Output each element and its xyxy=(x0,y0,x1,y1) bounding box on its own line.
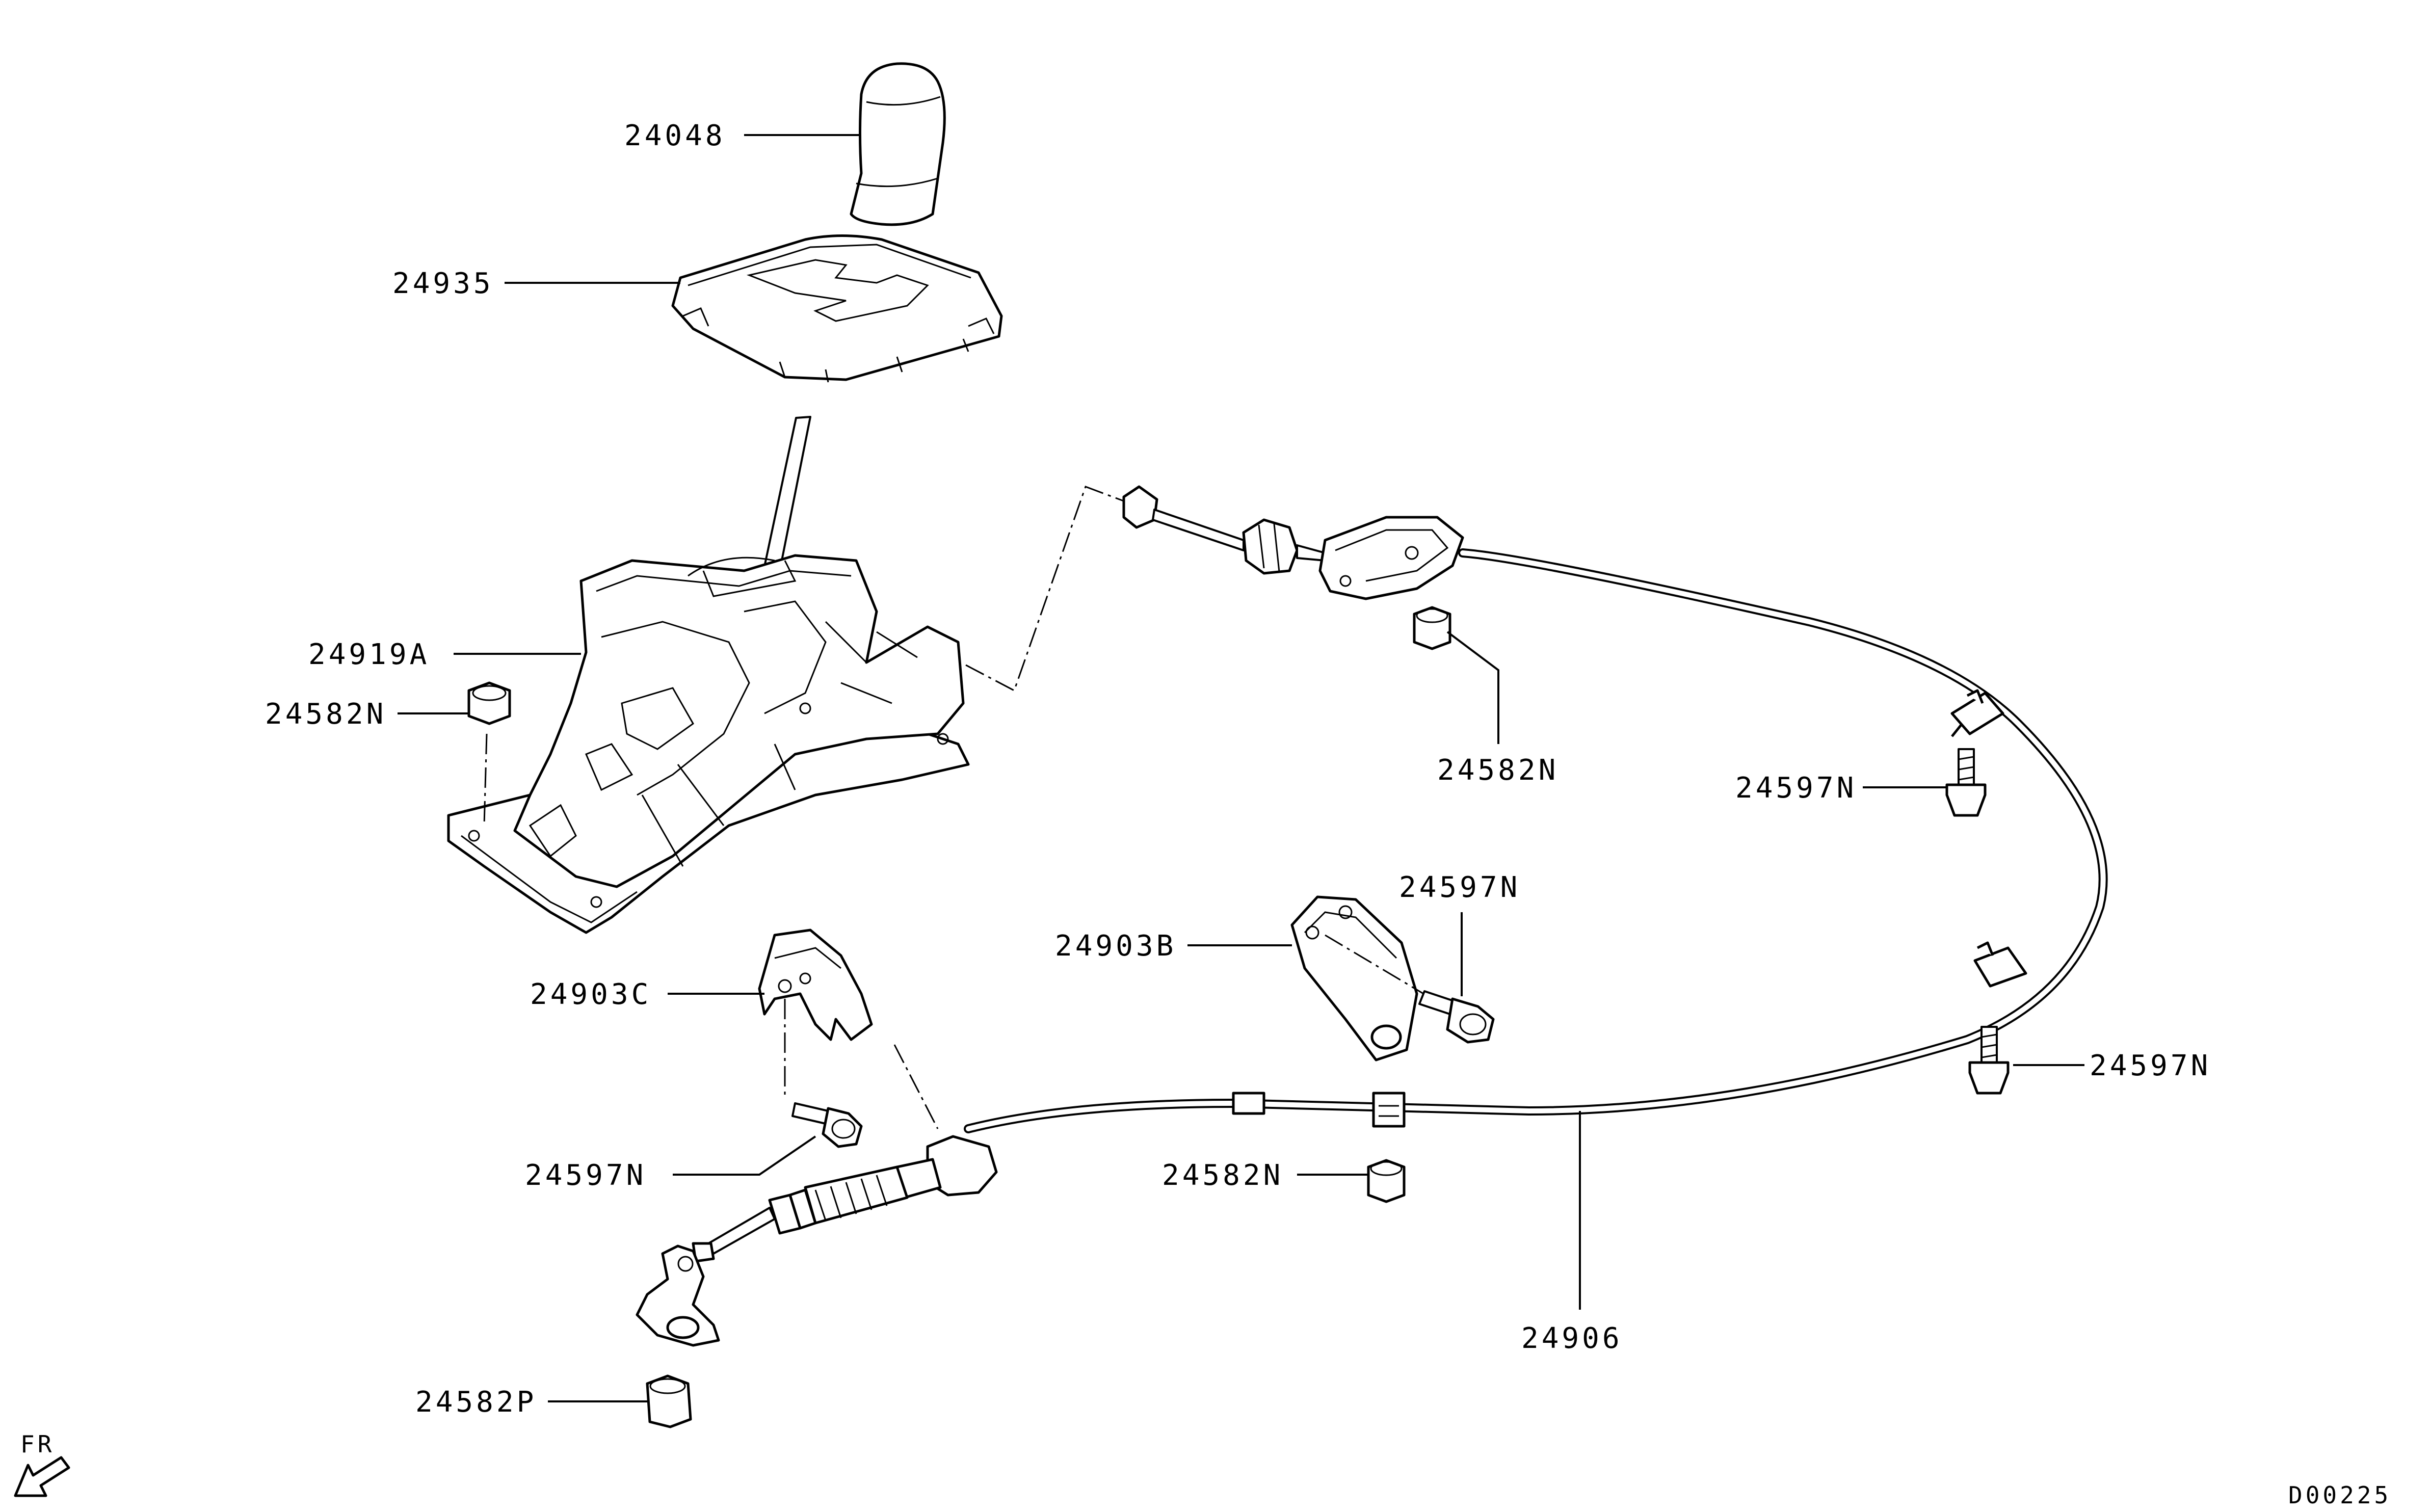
dash-nut-left xyxy=(483,733,488,826)
dash-bracketB-bolt xyxy=(1325,934,1433,1000)
shift-knob xyxy=(850,62,946,226)
callout-24597N-right-upper: 24597N xyxy=(1735,772,1857,805)
bolt-24597N-left-lower xyxy=(791,1102,863,1148)
bolt-24597N-middle xyxy=(1418,990,1495,1044)
nut-24582P xyxy=(646,1374,692,1428)
dash-shifter-to-cable xyxy=(965,486,1127,692)
cable-clamp-bottom xyxy=(1372,1092,1406,1128)
front-arrow-icon xyxy=(14,1456,70,1497)
shifter-assembly xyxy=(447,416,970,934)
nut-24582N-left xyxy=(467,681,511,725)
dash-bracketC-cable xyxy=(893,1044,939,1129)
leader-24597N-left-lower xyxy=(673,1135,816,1176)
callout-24935: 24935 xyxy=(392,267,494,300)
cable-sleeve xyxy=(1232,1092,1265,1115)
callout-24903B: 24903B xyxy=(1055,930,1176,963)
bolt-24597N-right-lower xyxy=(1968,1026,2010,1095)
callout-24582N-left: 24582N xyxy=(265,698,386,731)
cable-upper-end xyxy=(1122,485,1464,600)
callout-24903C: 24903C xyxy=(530,978,651,1011)
callout-24582N-top: 24582N xyxy=(1437,754,1559,787)
direction-label: FR xyxy=(20,1430,55,1458)
callout-24597N-left-lower: 24597N xyxy=(525,1159,646,1192)
shift-indicator-panel xyxy=(671,234,1003,383)
callout-24582P: 24582P xyxy=(415,1386,537,1419)
callout-24597N-right-lower: 24597N xyxy=(2090,1049,2211,1082)
cable-clamp-lower xyxy=(1973,941,2027,988)
bracket-24903B xyxy=(1290,895,1418,1062)
nut-24582N-bottom xyxy=(1367,1159,1406,1203)
leader-24582N-top xyxy=(1446,631,1499,744)
cable-lower-end xyxy=(636,1135,998,1347)
bolt-24597N-right-upper xyxy=(1945,748,1987,817)
callout-24906: 24906 xyxy=(1521,1322,1623,1355)
shift-cable-core xyxy=(966,550,2106,1131)
bracket-24903C xyxy=(758,929,873,1041)
cable-clamp-upper xyxy=(1950,689,2004,737)
shift-cable xyxy=(964,548,2108,1133)
nut-24582N-top xyxy=(1413,606,1451,650)
callout-24597N-middle: 24597N xyxy=(1399,871,1520,904)
callout-24048: 24048 xyxy=(624,119,726,152)
diagram-code: D00225 xyxy=(2288,1481,2391,1509)
callout-24919A: 24919A xyxy=(308,638,430,671)
callout-24582N-bottom: 24582N xyxy=(1162,1159,1283,1192)
